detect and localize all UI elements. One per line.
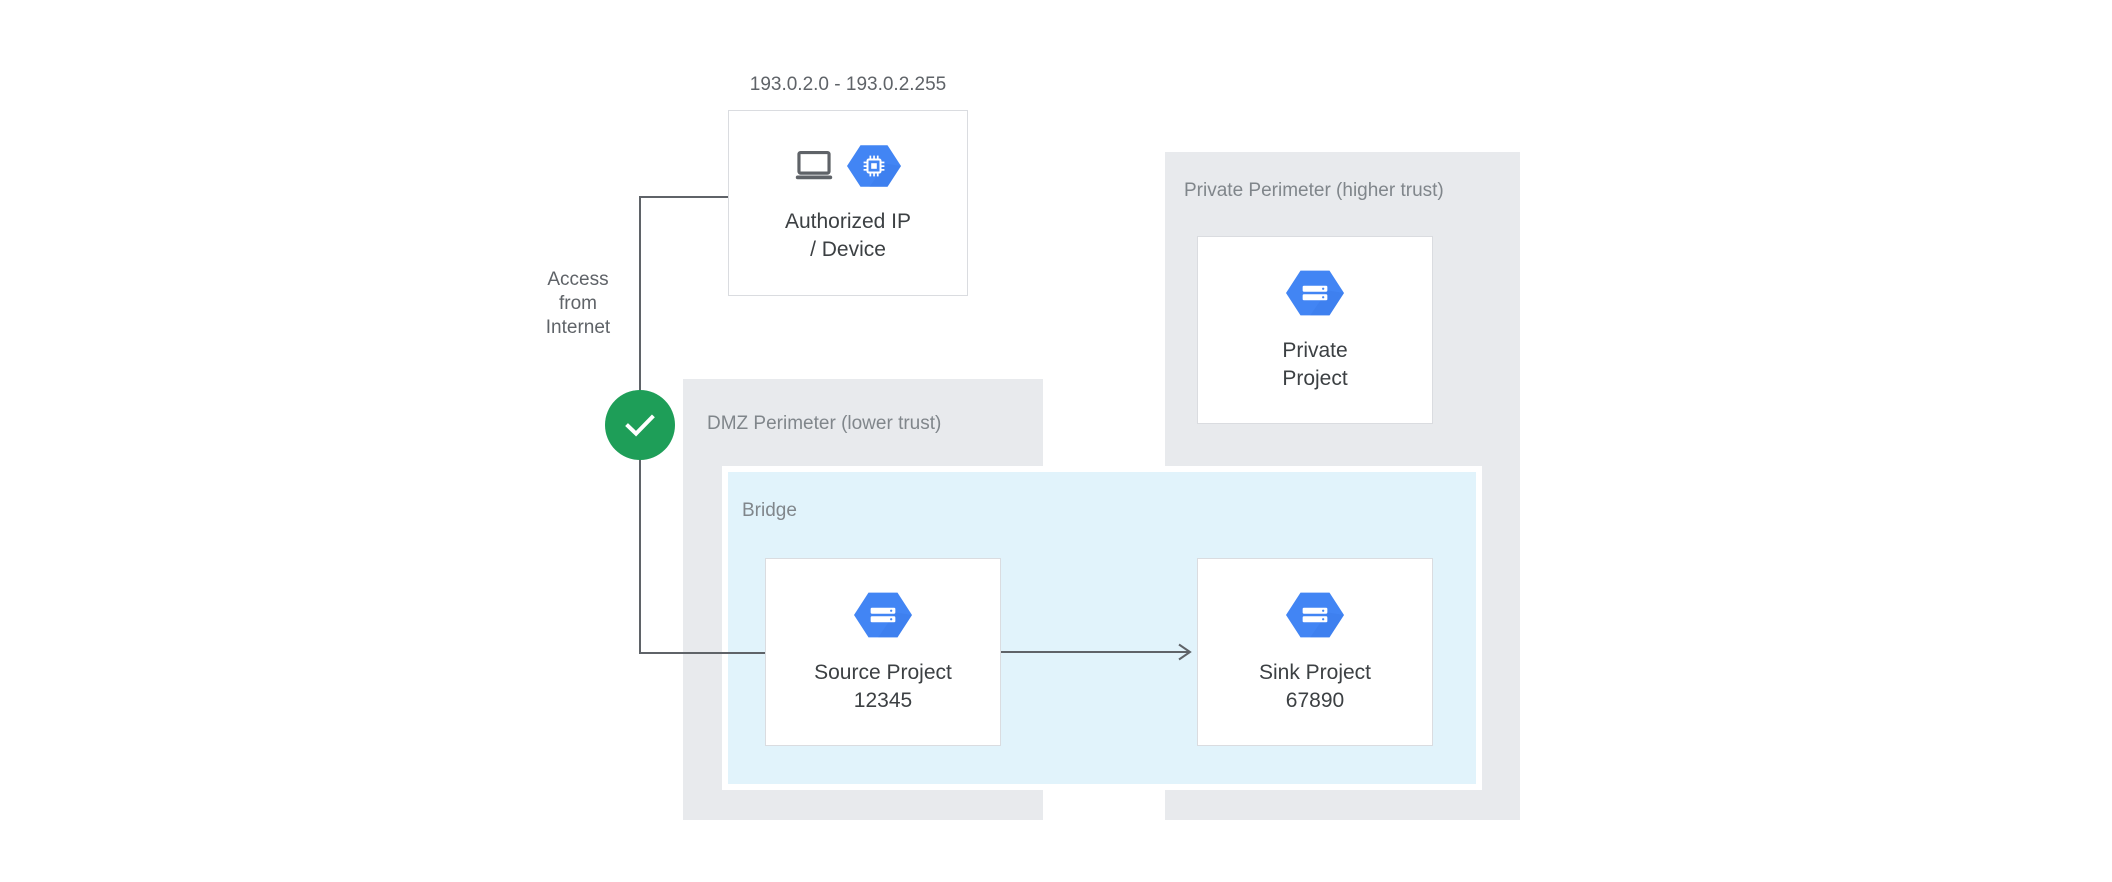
node-authorized-ip-device[interactable]: Authorized IP / Device	[728, 110, 968, 296]
node-private-project-label: Private Project	[1282, 339, 1348, 390]
access-label-text: Access from Internet	[545, 269, 611, 338]
node-icon-group	[1286, 267, 1344, 319]
check-circle-icon[interactable]	[605, 390, 675, 460]
access-from-internet-label: Access from Internet	[528, 268, 628, 340]
node-sink-project-label: Sink Project 67890	[1258, 661, 1372, 712]
project-icon	[1286, 267, 1344, 319]
project-icon	[1286, 589, 1344, 641]
bridge-label: Bridge	[742, 500, 797, 521]
node-source-project[interactable]: Source Project 12345	[765, 558, 1001, 746]
node-icon-group	[1286, 589, 1344, 641]
project-icon	[854, 589, 912, 641]
compute-engine-icon	[847, 142, 901, 190]
node-authorized-ip-device-label: Authorized IP / Device	[784, 210, 912, 261]
node-icon-group	[795, 142, 901, 190]
connector-to-source-project	[639, 652, 765, 654]
node-sink-project[interactable]: Sink Project 67890	[1197, 558, 1433, 746]
ip-range-caption: 193.0.2.0 - 193.0.2.255	[749, 74, 947, 95]
node-source-project-label: Source Project 12345	[814, 661, 952, 712]
perimeter-dmz-label: DMZ Perimeter (lower trust)	[707, 413, 942, 434]
node-private-project[interactable]: Private Project	[1197, 236, 1433, 424]
connector-source-to-sink	[1001, 641, 1197, 663]
connector-to-device	[639, 196, 729, 198]
node-icon-group	[854, 589, 912, 641]
perimeter-private-label: Private Perimeter (higher trust)	[1184, 180, 1444, 201]
laptop-icon	[795, 150, 833, 182]
